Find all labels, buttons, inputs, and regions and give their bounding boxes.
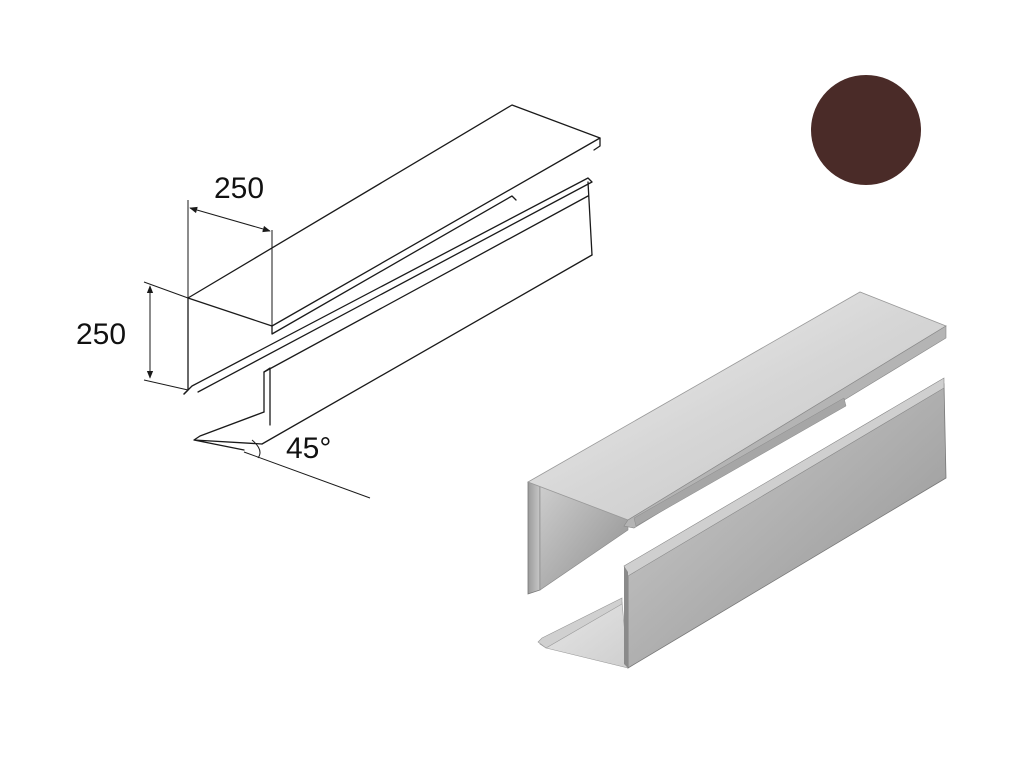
upper-profile-lip-edge xyxy=(593,137,601,151)
height-extension-top xyxy=(143,281,189,299)
width-dimension-label: 250 xyxy=(214,172,264,205)
angle-reference-line xyxy=(243,451,371,499)
rendered-lower-bottom-lip xyxy=(537,597,623,649)
height-dimension-label: 250 xyxy=(76,318,126,351)
width-dimension-line xyxy=(189,206,271,233)
angle-arc xyxy=(251,439,261,459)
rendered-lower-profile xyxy=(537,377,947,669)
rendered-upper-lip-groove xyxy=(633,397,847,527)
angle-label: 45° xyxy=(286,432,331,465)
upper-profile-lip xyxy=(271,195,517,335)
color-swatch xyxy=(811,75,921,185)
rendered-upper-left-wall xyxy=(527,477,541,595)
height-extension-bottom xyxy=(143,379,189,391)
rendered-profiles xyxy=(527,291,947,669)
upper-profile-wall xyxy=(183,297,189,395)
technical-drawing: 250 250 45° xyxy=(76,104,601,499)
lower-profile-bottom xyxy=(193,411,265,451)
lower-profile-back-wall xyxy=(263,181,593,413)
lower-profile-outer-wall xyxy=(261,254,593,445)
rendered-upper-profile xyxy=(527,291,947,595)
lower-profile-top-edge xyxy=(183,177,593,395)
upper-profile-top-face xyxy=(187,104,601,327)
rendered-lower-wall-edge xyxy=(624,566,628,668)
